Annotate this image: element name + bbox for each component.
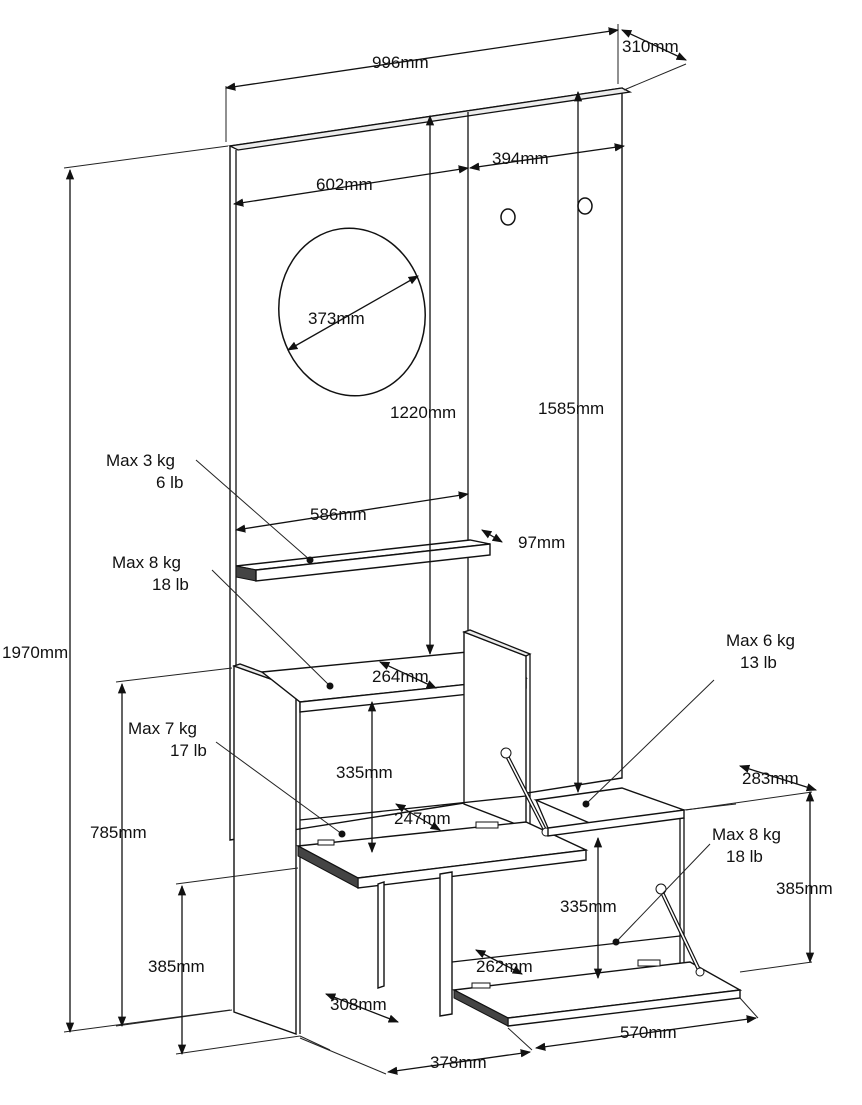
cabinet-right-side xyxy=(462,629,532,830)
dim-cabinet-height: 785mm xyxy=(90,823,147,842)
hook-right xyxy=(577,197,593,215)
dim-shelf-width: 586mm xyxy=(310,505,367,524)
drop-door-hinges xyxy=(317,821,499,846)
dim-total-height: 1970mm xyxy=(2,643,68,662)
dim-drop-door-depth: 247mm xyxy=(394,809,451,828)
dimension-lines xyxy=(63,24,817,1075)
lower-divider xyxy=(377,871,453,1017)
dim-base-depth: 378mm xyxy=(430,1053,487,1072)
dim-mirror-diameter: 373mm xyxy=(308,309,365,328)
weight-labels: Max 3 kg 6 lb Max 8 kg 18 lb Max 7 kg 17… xyxy=(106,451,795,866)
dim-lower-door-depth: 262mm xyxy=(476,957,533,976)
lower-door xyxy=(451,935,743,1027)
weight-bench-kg: Max 6 kg xyxy=(726,631,795,650)
dim-bench-height: 385mm xyxy=(776,879,833,898)
weight-top-shelf-kg: Max 3 kg xyxy=(106,451,175,470)
weight-leaders xyxy=(195,459,715,946)
dim-shelf-depth: 97mm xyxy=(518,533,565,552)
weight-drop-door-lb: 17 lb xyxy=(170,741,207,760)
dim-left-panel-width: 602mm xyxy=(316,175,373,194)
dim-total-width: 996mm xyxy=(372,53,429,72)
lower-door-hinges xyxy=(471,959,661,989)
weight-cabinet-top-kg: Max 8 kg xyxy=(112,553,181,572)
dim-bench-depth: 283mm xyxy=(742,769,799,788)
dim-lower-left-height: 385mm xyxy=(148,957,205,976)
drop-door xyxy=(295,795,589,889)
dim-base-depth-left: 308mm xyxy=(330,995,387,1014)
weight-drop-door-kg: Max 7 kg xyxy=(128,719,197,738)
bench xyxy=(533,787,685,968)
dim-mirror-height: 1220mm xyxy=(390,403,456,422)
lower-door-stay xyxy=(655,883,705,977)
dim-upper-shelf-depth: 264mm xyxy=(372,667,429,686)
dim-depth-top: 310mm xyxy=(622,37,679,56)
cabinet-left-side xyxy=(232,663,302,1035)
weight-lower-door-lb: 18 lb xyxy=(726,847,763,866)
dim-upper-compartment-height: 335mm xyxy=(336,763,393,782)
dim-hook-height: 1585mm xyxy=(538,399,604,418)
dimension-labels: 996mm 310mm 602mm 394mm 373mm 1220mm 158… xyxy=(2,37,833,1072)
weight-lower-door-kg: Max 8 kg xyxy=(712,825,781,844)
dim-bench-width: 570mm xyxy=(620,1023,677,1042)
weight-bench-lb: 13 lb xyxy=(740,653,777,672)
dim-lower-compartment-height: 335mm xyxy=(560,897,617,916)
dim-right-panel-width: 394mm xyxy=(492,149,549,168)
weight-top-shelf-lb: 6 lb xyxy=(156,473,183,492)
weight-cabinet-top-lb: 18 lb xyxy=(152,575,189,594)
hook-left xyxy=(500,208,516,226)
